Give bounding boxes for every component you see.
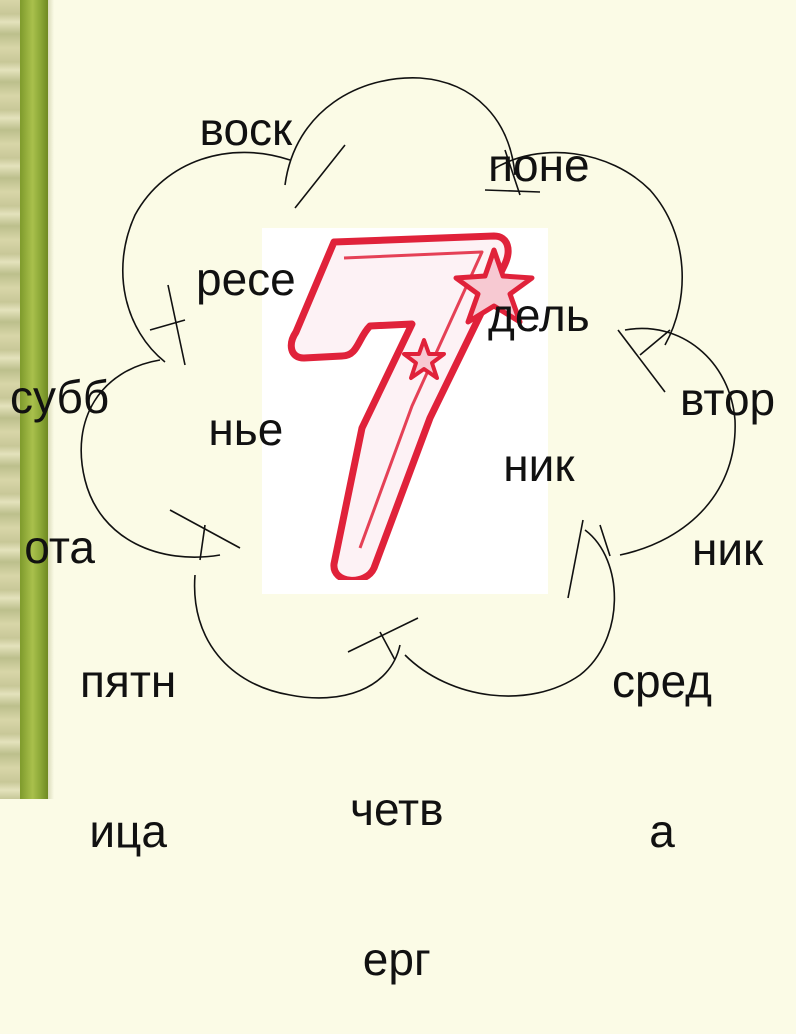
- day-line: ресе: [196, 254, 296, 304]
- day-line: субб: [10, 372, 109, 422]
- day-line: четв: [350, 784, 444, 834]
- joint-tick: [150, 320, 185, 330]
- day-line: ота: [10, 522, 109, 572]
- petal-top: [285, 78, 515, 185]
- day-line: а: [612, 806, 712, 856]
- day-line: сред: [612, 656, 712, 706]
- joint-tick: [600, 525, 610, 556]
- day-label-monday: поне дель ник: [488, 40, 590, 540]
- day-label-sunday: воск ресе нье: [196, 4, 296, 504]
- day-line: втор: [680, 374, 775, 424]
- day-line: ерг: [350, 934, 444, 984]
- day-line: ица: [80, 806, 176, 856]
- day-line: воск: [196, 104, 296, 154]
- day-line: дель: [488, 290, 590, 340]
- day-line: поне: [488, 140, 590, 190]
- joint-tick: [295, 145, 345, 208]
- day-label-thursday: четв ерг: [350, 684, 444, 1034]
- joint-tick: [200, 525, 205, 560]
- joint-tick: [168, 285, 185, 365]
- day-label-wednesday: сред а: [612, 556, 712, 906]
- joint-tick: [380, 632, 395, 660]
- day-label-saturday: субб ота: [10, 272, 109, 622]
- joint-tick: [348, 618, 418, 652]
- day-line: пятн: [80, 656, 176, 706]
- day-line: нье: [196, 404, 296, 454]
- day-line: ник: [488, 440, 590, 490]
